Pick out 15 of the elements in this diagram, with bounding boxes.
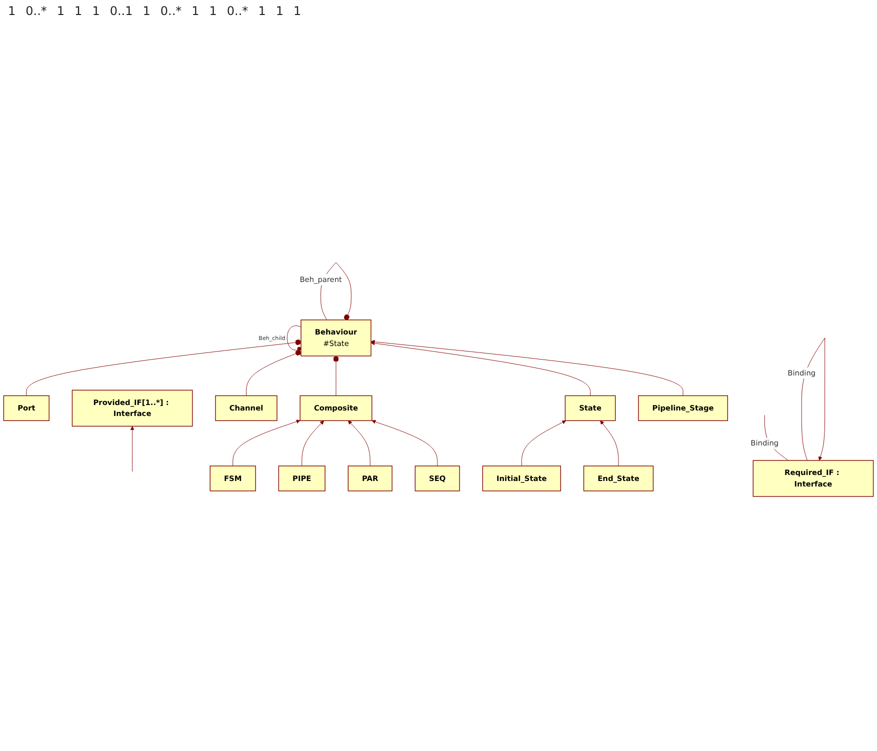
multiplicity-label: 1	[209, 4, 217, 18]
multiplicity-label: 1	[92, 4, 100, 18]
self-association-line	[286, 326, 302, 351]
multiplicity-label: 1	[56, 4, 65, 18]
multiplicity-label: 1	[142, 4, 150, 18]
multiplicity-label: 0..*	[160, 4, 182, 18]
multiplicity-label: 0..*	[26, 4, 47, 18]
multiplicity-label: 1	[258, 4, 266, 18]
multiplicity-label: 1	[293, 4, 302, 18]
multiplicity-label: 1	[8, 4, 16, 18]
multiplicity-label: 1	[192, 4, 200, 18]
multiplicity-label: 0..1	[110, 4, 133, 18]
multiplicity-label: 0..*	[226, 4, 248, 18]
multiplicity-label: 1	[276, 4, 284, 18]
multiplicity-label: 1	[74, 4, 82, 18]
